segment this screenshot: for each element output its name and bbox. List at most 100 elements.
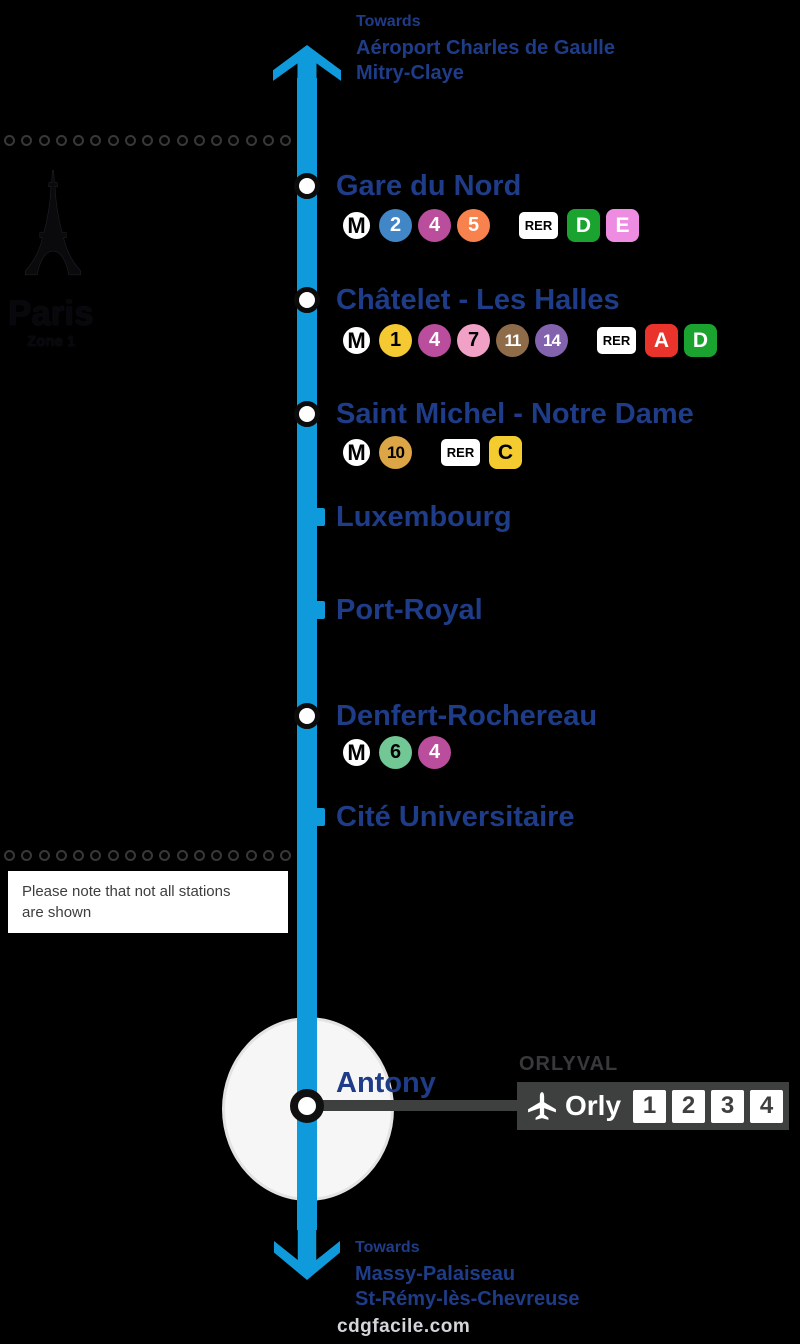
line-badge-C: C — [489, 436, 522, 469]
zone-dot-icon — [159, 135, 171, 146]
line-badge-14: 14 — [535, 324, 568, 357]
line-badge-4: 4 — [418, 324, 451, 357]
note-box: Please note that not all stations are sh… — [8, 871, 288, 933]
zone-dot-icon — [228, 850, 240, 861]
station-label: Châtelet - Les Halles — [336, 284, 620, 316]
zone-boundary-dots-bottom — [4, 850, 291, 861]
zone-dot-icon — [55, 135, 67, 146]
watermark: cdgfacile.com — [337, 1316, 471, 1337]
zone-dot-icon — [262, 135, 274, 146]
zone-dot-icon — [124, 135, 136, 146]
line-badge-5: 5 — [457, 209, 490, 242]
zone-dot-icon — [159, 850, 171, 861]
rer-icon: RER — [516, 209, 561, 242]
zone-dot-icon — [107, 850, 119, 861]
zone-dot-icon — [4, 850, 15, 861]
badge-spacer — [496, 225, 510, 226]
zone-dot-icon — [21, 850, 33, 861]
zone-dot-icon — [176, 135, 188, 146]
orlyval-connector-line — [307, 1100, 519, 1111]
metro-icon: M — [340, 324, 373, 357]
line-badge-A: A — [645, 324, 678, 357]
metro-icon: M — [340, 209, 373, 242]
zone-boundary-dots-top — [4, 135, 291, 146]
note-text: are shown — [22, 904, 92, 921]
paris-zone-label: Zone 1 — [27, 333, 76, 350]
zone-dot-icon — [107, 135, 119, 146]
zone-dot-icon — [211, 135, 222, 146]
rer-icon: RER — [594, 324, 639, 357]
metro-icon: M — [340, 736, 373, 769]
zone-dot-icon — [245, 850, 257, 861]
station-label: Denfert-Rochereau — [336, 700, 598, 732]
station-label: Luxembourg — [336, 501, 512, 533]
orlyval-label: ORLYVAL — [519, 1053, 619, 1075]
orly-terminal-1: 1 — [633, 1089, 667, 1123]
line-badge-4: 4 — [418, 209, 451, 242]
zone-dot-icon — [142, 850, 153, 861]
zone-dot-icon — [280, 135, 291, 146]
rer-icon: RER — [438, 436, 483, 469]
zone-dot-icon — [73, 850, 84, 861]
paris-label: Paris — [8, 294, 94, 333]
station-label: Gare du Nord — [336, 170, 522, 202]
zone-dot-icon — [193, 850, 205, 861]
orly-terminal-3: 3 — [711, 1089, 745, 1123]
zone-dot-icon — [73, 135, 84, 146]
line-badge-D: D — [684, 324, 717, 357]
zone-dot-icon — [262, 850, 274, 861]
plane-icon — [527, 1091, 557, 1121]
metro-icon: M — [340, 436, 373, 469]
zone-dot-icon — [4, 135, 15, 146]
zone-dot-icon — [90, 135, 102, 146]
line-badge-2: 2 — [379, 209, 412, 242]
orly-terminal-2: 2 — [672, 1089, 706, 1123]
towards-label: Towards — [356, 13, 421, 30]
zone-dot-icon — [211, 850, 222, 861]
zone-dot-icon — [38, 135, 50, 146]
rer-b-line — [297, 78, 317, 1230]
bottom-direction: Towards Massy-Palaiseau St-Rémy-lès-Chev… — [355, 1239, 580, 1312]
destination-st-remy: St-Rémy-lès-Chevreuse — [355, 1288, 580, 1310]
zone-dot-icon — [124, 850, 136, 861]
line-badge-D: D — [567, 209, 600, 242]
towards-label: Towards — [355, 1239, 420, 1256]
destination-mitry-claye: Mitry-Claye — [356, 62, 464, 84]
line-badge-E: E — [606, 209, 639, 242]
destination-massy-palaiseau: Massy-Palaiseau — [355, 1263, 516, 1285]
station-label: Saint Michel - Notre Dame — [336, 398, 694, 430]
line-badge-10: 10 — [379, 436, 412, 469]
zone-dot-icon — [176, 850, 188, 861]
orly-terminal-4: 4 — [750, 1089, 784, 1123]
zone-dot-icon — [280, 850, 291, 861]
line-badge-4: 4 — [418, 736, 451, 769]
station-marker-icon — [294, 287, 320, 313]
eiffel-tower-icon — [24, 170, 82, 276]
zone-dot-icon — [142, 135, 153, 146]
station-label: Cité Universitaire — [336, 801, 575, 833]
station-marker-icon — [294, 401, 320, 427]
zone-dot-icon — [228, 135, 240, 146]
badge-spacer — [574, 340, 588, 341]
line-badge-11: 11 — [496, 324, 529, 357]
destination-cdg: Aéroport Charles de Gaulle — [356, 37, 615, 59]
station-label: Port-Royal — [336, 594, 483, 626]
badge-spacer — [418, 452, 432, 453]
zone-dot-icon — [38, 850, 50, 861]
zone-dot-icon — [55, 850, 67, 861]
zone-dot-icon — [245, 135, 257, 146]
line-badge-7: 7 — [457, 324, 490, 357]
line-badge-6: 6 — [379, 736, 412, 769]
line-arrow-down-icon — [274, 1230, 340, 1280]
top-direction: Towards Aéroport Charles de Gaulle Mitry… — [356, 13, 615, 86]
station-marker-icon — [294, 173, 320, 199]
station-label: Antony — [336, 1067, 436, 1099]
antony-interchange-ring-icon — [290, 1089, 324, 1123]
line-badge-1: 1 — [379, 324, 412, 357]
